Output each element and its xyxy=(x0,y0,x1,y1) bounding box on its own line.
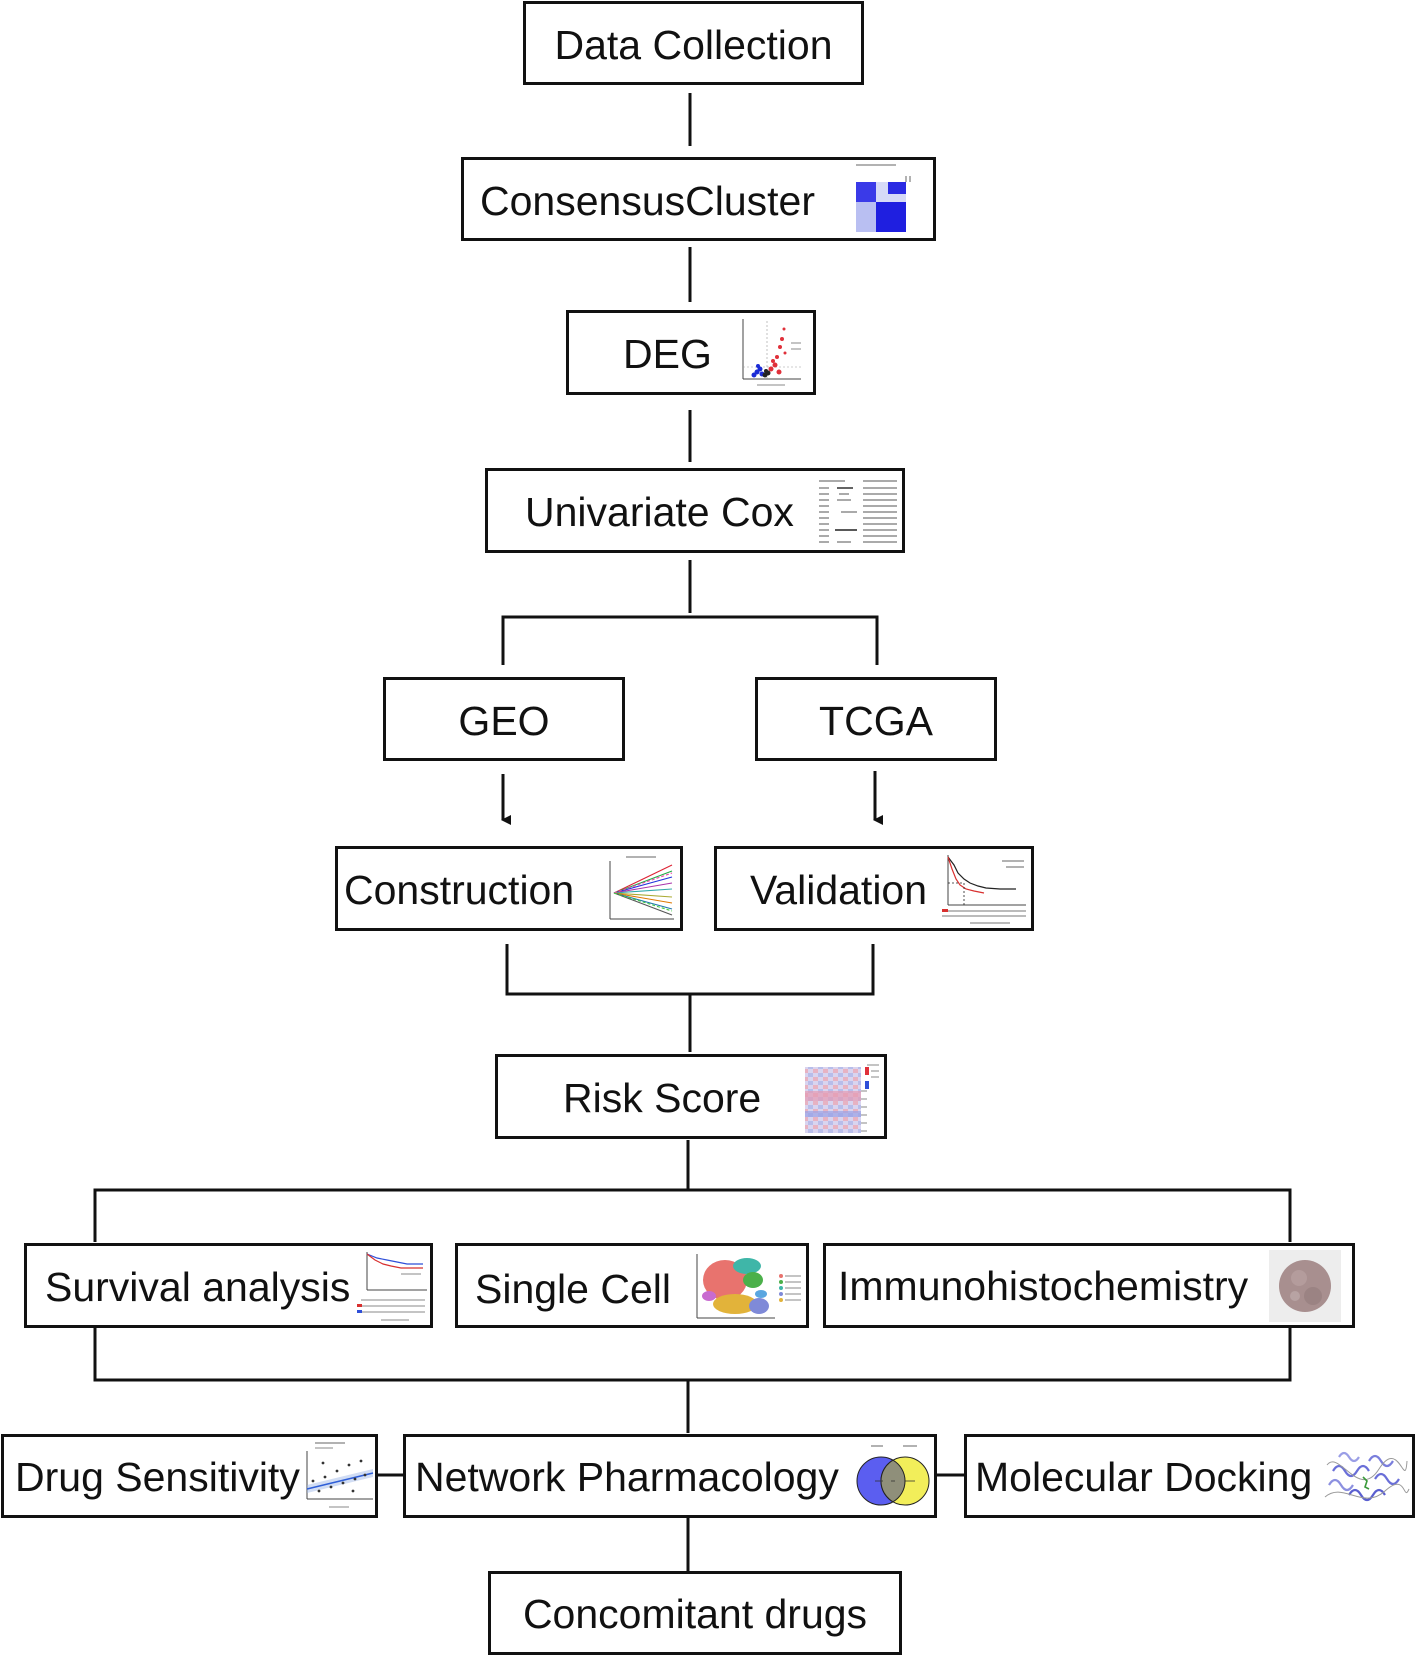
survival-curve-thumbnail xyxy=(357,1252,427,1321)
node-validation: Validation xyxy=(714,846,1034,931)
node-construction: Construction xyxy=(335,846,683,931)
node-label: Concomitant drugs xyxy=(522,1591,868,1637)
node-concomitant-drugs: Concomitant drugs xyxy=(488,1571,902,1655)
node-label: Immunohistochemistry xyxy=(838,1263,1249,1309)
node-label: GEO xyxy=(458,698,550,744)
node-label: Network Pharmacology xyxy=(415,1454,839,1500)
risk-heatmap-thumbnail xyxy=(805,1064,879,1133)
node-immunohistochemistry: Immunohistochemistry xyxy=(823,1243,1355,1328)
node-survival-analysis: Survival analysis xyxy=(24,1243,433,1328)
lasso-plot-thumbnail xyxy=(609,856,674,920)
drug-scatter-thumbnail xyxy=(306,1442,374,1508)
node-label: TCGA xyxy=(819,698,933,744)
venn-diagram-thumbnail xyxy=(856,1445,930,1506)
connector-split-geo-tcga xyxy=(501,615,879,665)
km-curve-thumbnail xyxy=(942,855,1026,924)
node-label: ConsensusCluster xyxy=(480,178,815,224)
node-label: Univariate Cox xyxy=(525,489,794,535)
node-label: Molecular Docking xyxy=(975,1454,1313,1500)
node-label: Data Collection xyxy=(554,22,833,68)
node-tcga: TCGA xyxy=(755,677,997,761)
protein-structure-thumbnail xyxy=(1324,1451,1410,1502)
node-single-cell: Single Cell xyxy=(455,1243,809,1328)
node-consensus-cluster: ConsensusCluster xyxy=(461,157,936,241)
node-risk-score: Risk Score xyxy=(495,1054,887,1139)
node-univariate-cox: Univariate Cox xyxy=(485,468,905,553)
connector-merge-three xyxy=(93,1328,1292,1382)
umap-thumbnail xyxy=(696,1254,801,1319)
volcano-plot-thumbnail xyxy=(742,319,801,386)
node-label: Validation xyxy=(750,867,928,913)
node-drug-sensitivity: Drug Sensitivity xyxy=(1,1434,378,1518)
node-label: Drug Sensitivity xyxy=(15,1454,300,1500)
ihc-tissue-thumbnail xyxy=(1269,1250,1341,1322)
connector-split-three xyxy=(93,1188,1292,1242)
node-label: DEG xyxy=(623,331,712,377)
node-molecular-docking: Molecular Docking xyxy=(964,1434,1415,1518)
connector-merge xyxy=(505,944,875,996)
consensus-heatmap-thumbnail xyxy=(856,164,911,232)
node-label: Single Cell xyxy=(475,1266,671,1312)
node-network-pharmacology: Network Pharmacology xyxy=(403,1434,937,1518)
node-label: Construction xyxy=(344,867,575,913)
node-data-collection: Data Collection xyxy=(523,1,864,85)
forest-table-thumbnail xyxy=(819,480,897,543)
node-label: Risk Score xyxy=(563,1075,762,1121)
node-geo: GEO xyxy=(383,677,625,761)
node-deg: DEG xyxy=(566,310,816,395)
node-label: Survival analysis xyxy=(45,1264,351,1310)
